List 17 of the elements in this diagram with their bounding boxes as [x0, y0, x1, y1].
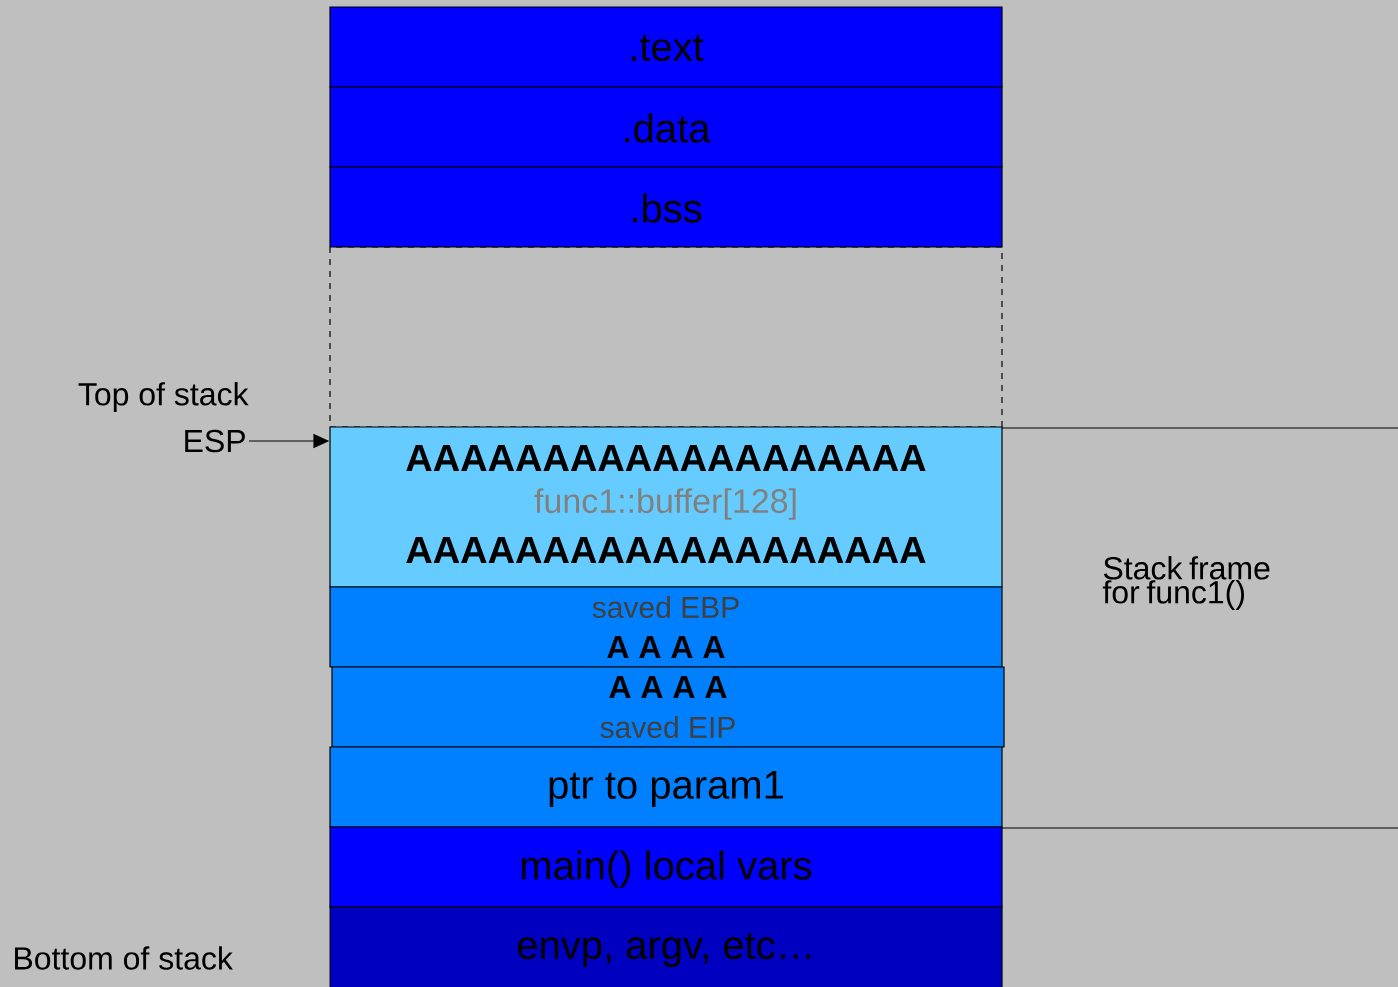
faded-label: saved EIP — [600, 716, 735, 738]
segment-label: .data — [625, 113, 711, 143]
faded-label: func1::buffer[128] — [534, 488, 796, 520]
pointer-label: ESP — [185, 429, 245, 453]
overwrite-text: AAAAAAAAAAAAAAAAAAA — [406, 536, 926, 564]
overwrite-text: A A A A — [609, 676, 727, 698]
segment-label: envp, argv, etc… — [518, 932, 811, 968]
side-label: Top of stack — [78, 382, 249, 412]
segment-label: .bss — [632, 193, 702, 223]
overwrite-text: AAAAAAAAAAAAAAAAAAA — [406, 444, 926, 472]
side-label: Bottom of stack — [15, 946, 233, 970]
side-label: Stack frame for func1() — [1102, 556, 1270, 610]
segment-label: main() local vars — [521, 850, 812, 888]
segment-label: ptr to param1 — [549, 771, 783, 807]
segment-label: .text — [631, 34, 704, 62]
faded-label: saved EBP — [592, 596, 739, 618]
overwrite-text: A A A A — [607, 636, 725, 658]
